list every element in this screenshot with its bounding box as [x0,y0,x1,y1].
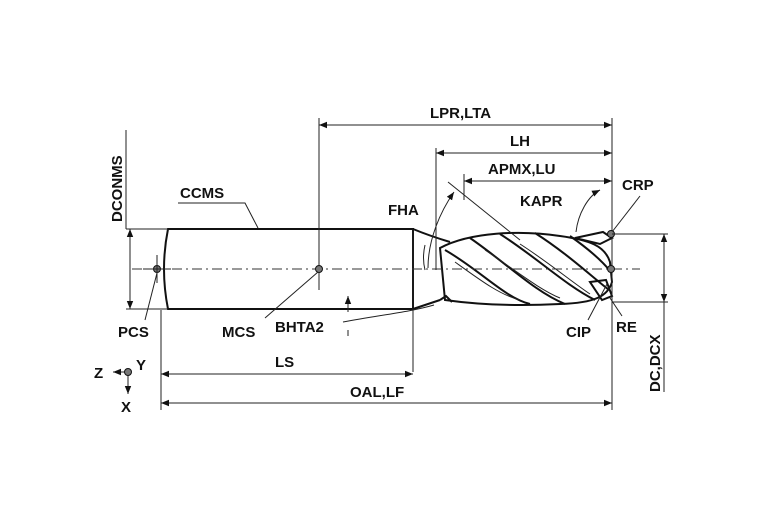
ccms-leader [178,202,259,229]
lh-dimension [435,148,612,270]
pcs-label: PCS [118,324,149,341]
apmx-lu-label: APMX,LU [488,161,556,178]
axis-z-label: Z [94,365,103,382]
kapr-angle [575,189,601,233]
fha-label: FHA [388,202,419,219]
lpr-lta-dimension [318,118,613,410]
flute-head [438,230,614,306]
dconms-dimension [125,130,168,310]
crp-label: CRP [622,177,654,194]
lh-label: LH [510,133,530,150]
ccms-label: CCMS [180,185,224,202]
fha-angle [427,181,521,269]
shank [163,228,414,372]
lpr-lta-label: LPR,LTA [430,105,491,122]
axis-symbol [113,368,132,394]
bhta2-angle [342,296,435,336]
cip-point [607,265,615,273]
bhta2-label: BHTA2 [275,319,324,336]
ls-label: LS [275,354,294,371]
ls-dimension [160,310,413,410]
kapr-label: KAPR [520,193,563,210]
mcs-point [315,265,323,273]
re-label: RE [616,319,637,336]
dconms-label: DCONMS [109,155,126,222]
apmx-lu-dimension [463,174,612,200]
cip-label: CIP [566,324,591,341]
neck [412,228,451,310]
dc-dcx-dimension [612,233,668,392]
axis-x-label: X [121,399,131,416]
oal-lf-label: OAL,LF [350,384,404,401]
crp-leader [611,195,641,233]
dc-dcx-label: DC,DCX [647,334,664,392]
re-leader [609,297,623,317]
axis-y-label: Y [136,357,146,374]
mcs-label: MCS [222,324,255,341]
